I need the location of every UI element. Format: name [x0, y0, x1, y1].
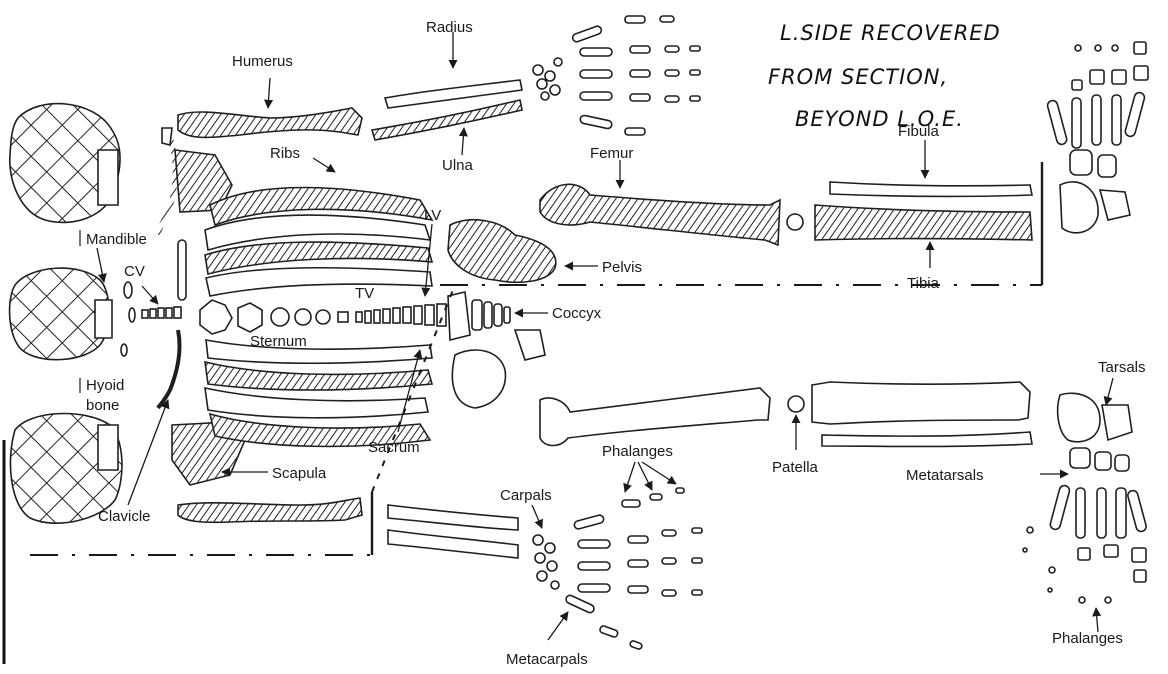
ribcage-top [205, 188, 432, 297]
label-sacrum: Sacrum [368, 439, 420, 456]
carpals-top [533, 58, 562, 100]
carpals-bottom [533, 535, 559, 589]
ulna-arrow [462, 128, 464, 155]
fibula-bottom [822, 432, 1032, 447]
label-pelvis: Pelvis [602, 259, 642, 276]
cervical-vertebrae [142, 307, 181, 318]
label-femur: Femur [590, 145, 633, 162]
label-tv: TV [355, 285, 374, 302]
pelvis-bottom-2 [515, 330, 545, 360]
humerus-top [178, 108, 362, 137]
label-clavicle: Clavicle [98, 508, 151, 525]
label-phalanges-hand: Phalanges [602, 443, 673, 460]
label-carpals: Carpals [500, 487, 552, 504]
tarsals-arrow [1106, 378, 1113, 405]
label-metacarpals: Metacarpals [506, 651, 588, 668]
label-cv: CV [124, 263, 145, 280]
thoracic-vertebrae [356, 304, 446, 326]
label-sternum: Sternum [250, 333, 307, 350]
radius-bottom [388, 505, 518, 530]
phalanges-foot-arrow [1096, 608, 1098, 632]
cv-arrow [142, 286, 158, 304]
label-tibia: Tibia [907, 275, 940, 292]
pelvis-bottom [452, 350, 505, 408]
phalanges-hand-arrow-2 [638, 462, 652, 490]
note-line-3: BEYOND L.O.E. [795, 107, 964, 131]
femur-top [540, 184, 780, 245]
clavicle-top-end [162, 128, 172, 145]
label-hyoid-line2: bone [86, 397, 119, 414]
sacrum-arrow [398, 350, 420, 432]
metacarpals-arrow [548, 612, 568, 640]
patella-top [787, 214, 803, 230]
clavicle-top [158, 130, 175, 235]
label-patella: Patella [772, 459, 819, 476]
mandible-bone-2 [129, 308, 135, 322]
femur-bottom [540, 388, 770, 446]
label-metatarsals: Metatarsals [906, 467, 984, 484]
sternum-bones [200, 300, 348, 334]
label-tarsals: Tarsals [1098, 359, 1146, 376]
hyoid-bone [121, 344, 127, 356]
carpals-arrow [532, 505, 542, 528]
label-scapula: Scapula [272, 465, 327, 482]
clavicle-bottom [158, 330, 180, 408]
label-lv: LV [424, 207, 441, 224]
label-mandible: Mandible [86, 231, 147, 248]
tibia-top [815, 205, 1032, 240]
humerus-arrow [268, 78, 270, 108]
hand-bones-top [572, 16, 700, 135]
patella-bottom [788, 396, 804, 412]
note-line-1: L.SIDE RECOVERED [780, 21, 1001, 45]
label-radius: Radius [426, 19, 473, 36]
clavicle-arrow [128, 400, 168, 505]
fibula-top [830, 182, 1032, 197]
label-ulna: Ulna [442, 157, 474, 174]
ulna-bottom [388, 530, 518, 558]
skull-middle [10, 268, 112, 360]
coccyx-bones [472, 300, 510, 330]
pelvis-top [448, 220, 556, 282]
label-ribs: Ribs [270, 145, 300, 162]
skull-bottom [10, 414, 122, 524]
tibia-bottom [812, 382, 1030, 424]
ribs-arrow [313, 158, 335, 172]
mandible-bone [124, 282, 132, 298]
foot-bones-top [1046, 42, 1148, 233]
label-hyoid-line1: Hyoid [86, 377, 124, 394]
humerus-bottom [178, 498, 362, 522]
label-phalanges-foot: Phalanges [1052, 630, 1123, 647]
sacrum-bone [448, 292, 470, 340]
mandible-arrow [97, 248, 104, 282]
phalanges-hand-arrow-1 [625, 462, 635, 492]
note-line-2: FROM SECTION, [768, 65, 948, 89]
skull-top [10, 104, 120, 223]
label-humerus: Humerus [232, 53, 293, 70]
label-coccyx: Coccyx [552, 305, 602, 322]
foot-bones-bottom [1023, 393, 1147, 603]
clavicle-mid [178, 240, 186, 300]
hand-bones-bottom [565, 488, 702, 650]
